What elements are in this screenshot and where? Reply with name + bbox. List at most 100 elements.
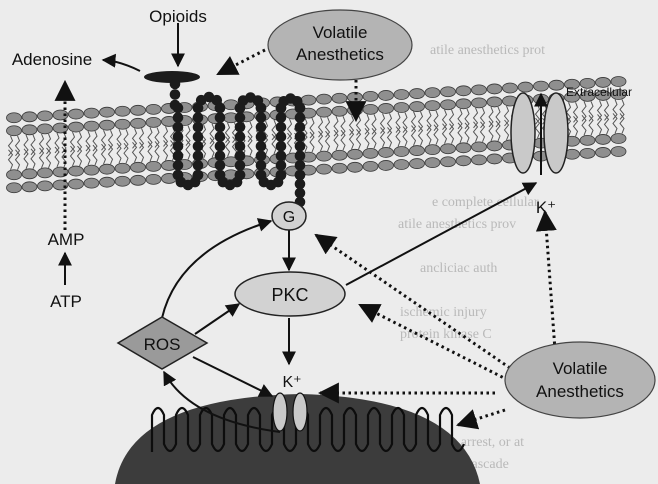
receptor-bead	[276, 141, 287, 152]
lipid-head	[100, 120, 115, 130]
lipid-head	[487, 84, 502, 94]
volatile-top-label-2: Anesthetics	[296, 45, 384, 64]
lipid-head	[487, 154, 502, 164]
lipid-head	[84, 165, 99, 175]
lipid-head	[580, 135, 595, 145]
lipid-tail	[226, 137, 230, 157]
lipid-head	[38, 181, 53, 191]
lipid-tail	[450, 124, 454, 144]
lipid-tail	[465, 123, 469, 143]
receptor-bead	[295, 103, 306, 114]
receptor-bead	[173, 141, 184, 152]
lipid-head	[22, 169, 37, 179]
lipid-tail	[536, 118, 540, 138]
lipid-head	[146, 174, 161, 184]
lipid-tail	[78, 146, 82, 166]
lipid-tail	[582, 115, 586, 135]
receptor-bead	[256, 131, 267, 142]
receptor-bead	[295, 131, 306, 142]
receptor-bead	[256, 112, 267, 123]
lipid-head	[69, 122, 84, 132]
receptor-bead	[173, 131, 184, 142]
receptor-bead	[215, 141, 226, 152]
lipid-tail	[210, 138, 214, 158]
lipid-head	[115, 106, 130, 116]
receptor-bead	[193, 122, 204, 133]
lipid-head	[100, 164, 115, 174]
receptor-bead	[170, 89, 181, 100]
lipid-tail	[341, 130, 345, 150]
arrow-anesthetics-mito	[458, 410, 505, 425]
pkc-node: PKC	[235, 272, 345, 316]
lipid-head	[441, 87, 456, 97]
lipid-tail	[31, 149, 35, 169]
mito-k-channel-right	[293, 393, 307, 431]
k-plus-channel-label: K⁺	[536, 198, 556, 217]
lipid-head	[456, 99, 471, 109]
receptor-bead	[276, 170, 287, 181]
lipid-head	[332, 150, 347, 160]
lipid-head	[456, 156, 471, 166]
lipid-head	[456, 86, 471, 96]
volatile-top-label-1: Volatile	[313, 23, 368, 42]
lipid-head	[472, 155, 487, 165]
receptor-bead	[256, 151, 267, 162]
lipid-tail	[140, 142, 144, 162]
lipid-head	[363, 104, 378, 114]
lipid-head	[7, 183, 22, 193]
lipid-head	[348, 149, 363, 159]
lipid-tail	[443, 124, 447, 144]
volatile-anesthetics-top: Volatile Anesthetics	[268, 10, 412, 80]
arrow-anesthetics-g	[316, 235, 510, 368]
lipid-head	[38, 111, 53, 121]
lipid-head	[472, 142, 487, 152]
lipid-head	[410, 146, 425, 156]
receptor-bead	[295, 122, 306, 133]
lipid-head	[317, 164, 332, 174]
lipid-head	[503, 83, 518, 93]
lipid-head	[518, 82, 533, 92]
lipid-head	[301, 95, 316, 105]
mitochondrion	[115, 393, 480, 484]
ros-label: ROS	[144, 335, 181, 354]
volatile-bottom-label-2: Anesthetics	[536, 382, 624, 401]
receptor-bead	[256, 103, 267, 114]
adenosine-label: Adenosine	[12, 50, 92, 69]
receptor-bead	[173, 103, 184, 114]
lipid-head	[425, 158, 440, 168]
lipid-head	[596, 147, 611, 157]
receptor-bead	[215, 103, 226, 114]
lipid-head	[131, 175, 146, 185]
receptor-bead	[215, 112, 226, 123]
lipid-head	[7, 126, 22, 136]
receptor-bead	[215, 160, 226, 171]
receptor-beads	[170, 79, 306, 208]
lipid-head	[394, 90, 409, 100]
lipid-head	[379, 147, 394, 157]
lipid-head	[22, 112, 37, 122]
arrow-ros-pkc	[195, 304, 239, 334]
lipid-head	[379, 160, 394, 170]
lipid-head	[425, 101, 440, 111]
lipid-head	[487, 141, 502, 151]
lipid-head	[580, 148, 595, 158]
solid-arrows	[65, 23, 541, 432]
lipid-tail	[605, 114, 609, 134]
opioids-label: Opioids	[149, 7, 207, 26]
receptor-bead	[235, 170, 246, 181]
lipid-tail	[388, 127, 392, 147]
extracellular-label: Extracellular	[566, 85, 632, 99]
lipid-tail	[396, 127, 400, 147]
arrow-receptor-adenosine	[103, 60, 140, 71]
receptor-bead	[173, 160, 184, 171]
receptor-bead	[235, 122, 246, 133]
lipid-head	[332, 106, 347, 116]
lipid-tail	[620, 113, 624, 133]
lipid-head	[131, 118, 146, 128]
receptor-bead	[173, 151, 184, 162]
lipid-head	[84, 108, 99, 118]
lipid-head	[38, 168, 53, 178]
receptor-bead	[170, 79, 181, 90]
lipid-head	[410, 89, 425, 99]
